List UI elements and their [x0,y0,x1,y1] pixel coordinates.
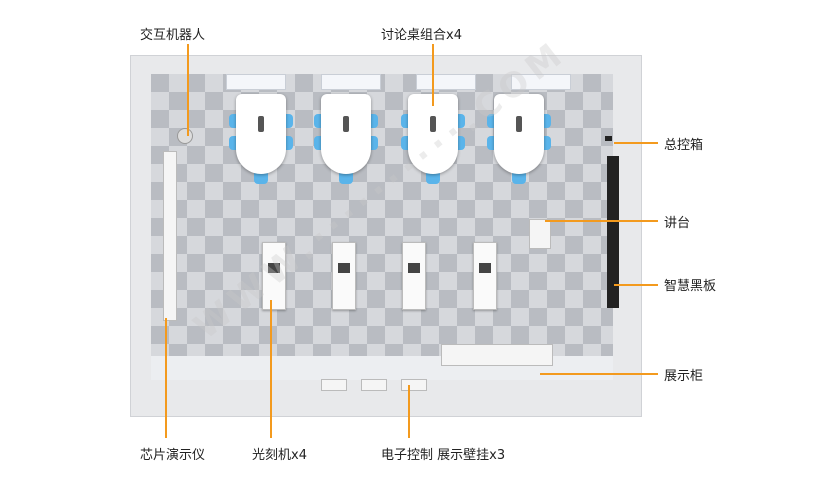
smart-blackboard [607,156,619,308]
lithography-machine [473,242,497,310]
connector [408,385,410,438]
classroom-floor-plan [130,55,642,417]
label-smart-blackboard: 智慧黑板 [664,279,717,294]
connector [165,318,167,438]
label-robot: 交互机器人 [140,28,206,43]
label-discussion-tables: 讨论桌组合x4 [381,28,462,43]
lithography-machine [332,242,356,310]
discussion-table-group [221,84,301,194]
checkered-floor [151,74,613,391]
connector [614,284,658,286]
discussion-table-group [479,84,559,194]
label-wall-display: 电子控制 展示壁挂x3 [381,448,506,463]
wall-display [361,379,387,391]
connector [432,44,434,106]
wall-display [321,379,347,391]
control-box [605,136,612,141]
label-lithography: 光刻机x4 [252,448,307,463]
wall-display [401,379,427,391]
lithography-machine [262,242,286,310]
label-podium: 讲台 [664,216,691,231]
connector [614,142,658,144]
connector [270,300,272,438]
discussion-table-group [393,84,473,194]
connector [540,373,658,375]
ceiling-light [511,74,571,90]
discussion-table-group [306,84,386,194]
ceiling-light [321,74,381,90]
ceiling-light [226,74,286,90]
display-cabinet [441,344,553,366]
robot [177,128,193,144]
label-chip-demo: 芯片演示仪 [140,448,206,463]
label-display-cabinet: 展示柜 [664,369,704,384]
chip-demo-wall [163,151,177,321]
connector [545,220,658,222]
podium [529,219,551,249]
lithography-machine [402,242,426,310]
label-control-box: 总控箱 [664,138,704,153]
connector [187,44,189,136]
ceiling-light [416,74,476,90]
